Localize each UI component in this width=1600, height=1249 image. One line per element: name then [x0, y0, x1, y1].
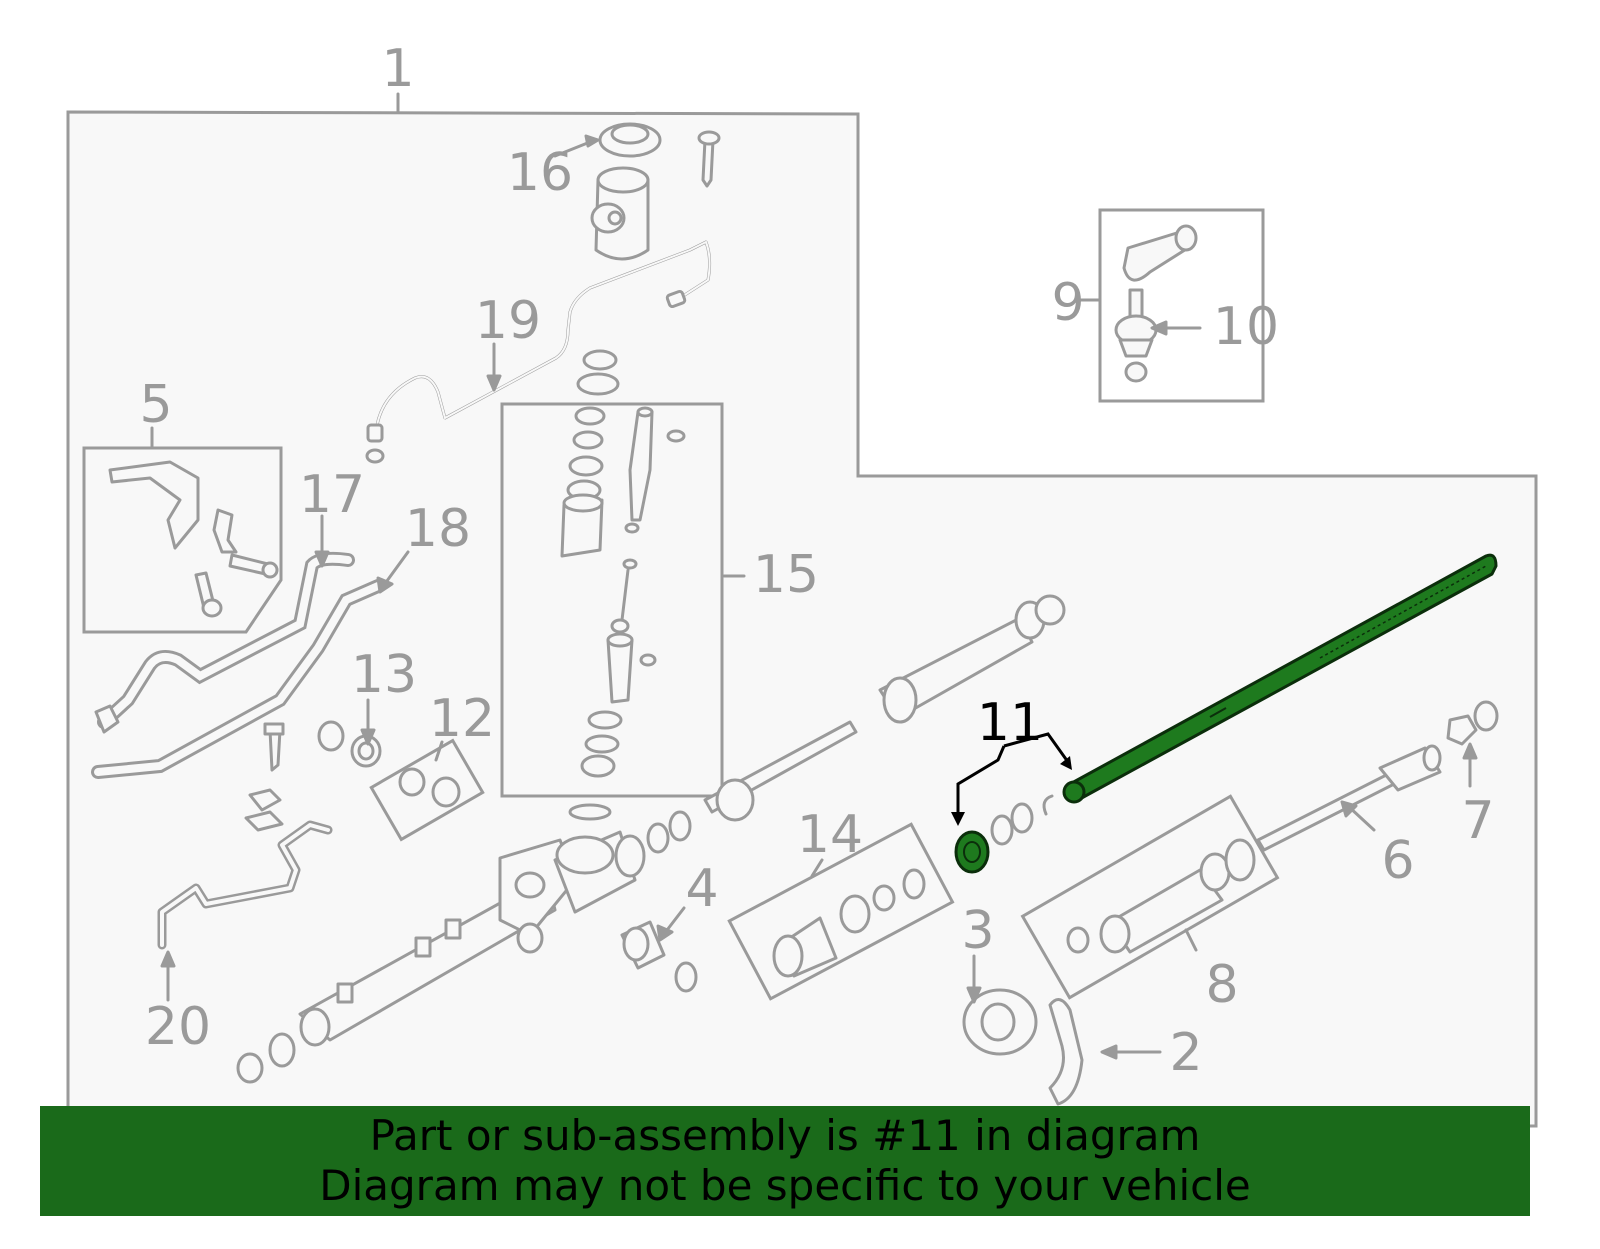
callout-14: 14 [797, 805, 863, 865]
box-15 [500, 402, 724, 798]
callout-7: 7 [1461, 791, 1494, 851]
callout-6: 6 [1381, 831, 1414, 891]
part-2-clamp [1048, 998, 1084, 1106]
callout-1: 1 [381, 39, 414, 99]
part-3-bushing [962, 988, 1038, 1056]
callout-11: 11 [977, 693, 1043, 753]
leader-11 [951, 732, 1072, 826]
callout-12: 12 [429, 689, 495, 749]
box-14 [727, 822, 955, 1001]
banner-line-2: Diagram may not be specific to your vehi… [319, 1161, 1251, 1210]
part-11-seals [990, 794, 1054, 846]
part-15-valve-parts [560, 349, 686, 821]
callout-16: 16 [507, 143, 573, 203]
leader-lines [150, 134, 1478, 1060]
part-16-mount [590, 122, 721, 261]
part-8-boot-kit [1066, 838, 1256, 954]
part-14-seal-kit [772, 868, 926, 978]
box-5 [82, 446, 283, 634]
part-12-grommet [398, 767, 461, 808]
callout-8: 8 [1205, 955, 1238, 1015]
box-8 [1020, 794, 1280, 1000]
part-9-tie-rod-end [1114, 224, 1198, 383]
banner-line-1: Part or sub-assembly is #11 in diagram [369, 1111, 1201, 1160]
callout-10: 10 [1213, 297, 1279, 357]
part-1-rack-housing [236, 594, 1066, 1084]
info-banner: Part or sub-assembly is #11 in diagram D… [40, 1106, 1530, 1216]
part-20-line [157, 722, 333, 950]
box-9 [1098, 208, 1265, 403]
callout-13: 13 [351, 645, 417, 705]
callout-2: 2 [1169, 1023, 1202, 1083]
callout-3: 3 [961, 901, 994, 961]
part-19-line [365, 240, 712, 464]
callout-9: 9 [1051, 273, 1084, 333]
callout-20: 20 [145, 997, 211, 1057]
callout-19: 19 [475, 291, 541, 351]
callout-17: 17 [299, 465, 365, 525]
box-12 [369, 738, 485, 842]
part-6-inner-tie-rod [1256, 744, 1442, 852]
part-11-rack-highlighted[interactable] [954, 553, 1498, 874]
part-17-hose [94, 551, 355, 734]
part-5-bracket [108, 460, 279, 618]
callout-5: 5 [139, 375, 172, 435]
callout-15: 15 [753, 545, 819, 605]
part-7-nut [1446, 700, 1499, 746]
part-18-hose [91, 579, 385, 779]
part-4-bushing [620, 920, 698, 993]
callout-18: 18 [405, 499, 471, 559]
callout-4: 4 [685, 859, 718, 919]
